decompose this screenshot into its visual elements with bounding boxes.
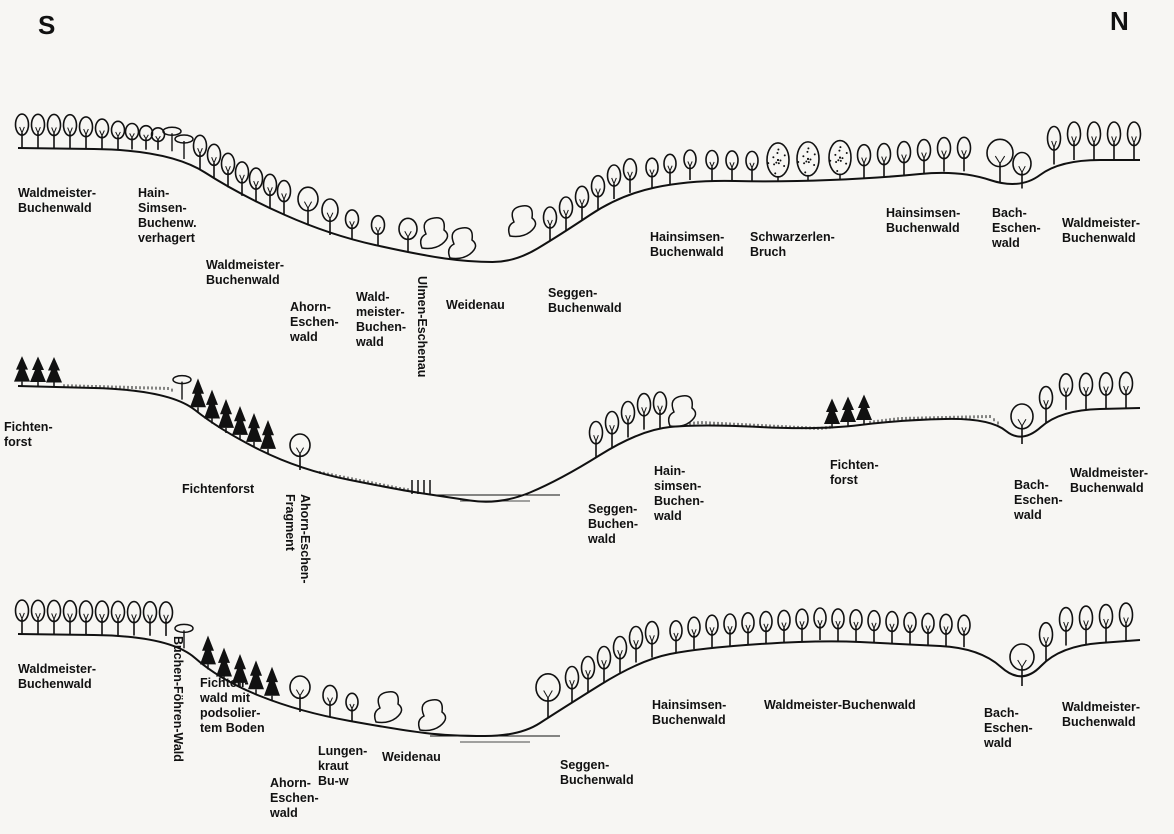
top-label-bach-eschenwald: Bach- Eschen- wald xyxy=(992,206,1041,251)
bot-label-weidenau: Weidenau xyxy=(382,750,441,765)
top-label-waldmeister-buchenwald-small: Wald- meister- Buchen- wald xyxy=(356,290,406,350)
mid-label-seggen-buchenwald: Seggen- Buchen- wald xyxy=(588,502,638,547)
bot-label-ahorn-eschenwald: Ahorn- Eschen- wald xyxy=(270,776,319,821)
top-label-ahorn-eschenwald: Ahorn- Eschen- wald xyxy=(290,300,339,345)
top-label-weidenau: Weidenau xyxy=(446,298,505,313)
bot-label-bach-eschenwald: Bach- Eschen- wald xyxy=(984,706,1033,751)
top-label-waldmeister-buchenwald-s: Waldmeister- Buchenwald xyxy=(18,186,96,216)
top-label-hainsimsen-buchenwald-2: Hainsimsen- Buchenwald xyxy=(886,206,960,236)
mid-label-bach-eschenwald: Bach- Eschen- wald xyxy=(1014,478,1063,523)
bottom-ground-line xyxy=(18,634,1140,736)
mid-label-fichtenforst-n: Fichten- forst xyxy=(830,458,879,488)
top-label-hainsimsen-buchenwald-1: Hainsimsen- Buchenwald xyxy=(650,230,724,260)
top-label-schwarzerlen-bruch: Schwarzerlen- Bruch xyxy=(750,230,835,260)
mid-label-fichtenforst-s: Fichten- forst xyxy=(4,420,53,450)
bot-label-waldmeister-buchenwald-mid: Waldmeister-Buchenwald xyxy=(764,698,916,713)
bot-label-hainsimsen-buchenwald: Hainsimsen- Buchenwald xyxy=(652,698,726,728)
mid-label-waldmeister-buchenwald: Waldmeister- Buchenwald xyxy=(1070,466,1148,496)
bot-label-buchen-foehren-wald: Buchen-Föhren-Wald xyxy=(170,636,185,762)
bot-label-lungenkraut-buw: Lungen- kraut Bu-w xyxy=(318,744,367,789)
north-marker: N xyxy=(1110,6,1129,37)
mid-label-fichtenforst-slope: Fichtenforst xyxy=(182,482,254,497)
south-marker: S xyxy=(38,10,55,41)
bot-label-fichtenwald-podsol: Fichten- wald mit podsolier- tem Boden xyxy=(200,676,265,736)
mid-label-ahorn-eschen-fragment: Ahorn-Eschen- Fragment xyxy=(282,494,312,584)
bot-label-waldmeister-buchenwald-n: Waldmeister- Buchenwald xyxy=(1062,700,1140,730)
top-label-waldmeister-buchenwald-n: Waldmeister- Buchenwald xyxy=(1062,216,1140,246)
top-label-waldmeister-buchenwald-slope: Waldmeister- Buchenwald xyxy=(206,258,284,288)
top-label-ulmen-eschenau: Ulmen-Eschenau xyxy=(414,276,429,377)
bot-label-seggen-buchenwald: Seggen- Buchenwald xyxy=(560,758,634,788)
top-label-hainsimsen-verhagert: Hain- Simsen- Buchenw. verhagert xyxy=(138,186,197,246)
top-label-seggen-buchenwald: Seggen- Buchenwald xyxy=(548,286,622,316)
mid-label-hainsimsen-buchenwald: Hain- simsen- Buchen- wald xyxy=(654,464,704,524)
bot-label-waldmeister-buchenwald-s: Waldmeister- Buchenwald xyxy=(18,662,96,692)
middle-profile xyxy=(14,356,1140,502)
